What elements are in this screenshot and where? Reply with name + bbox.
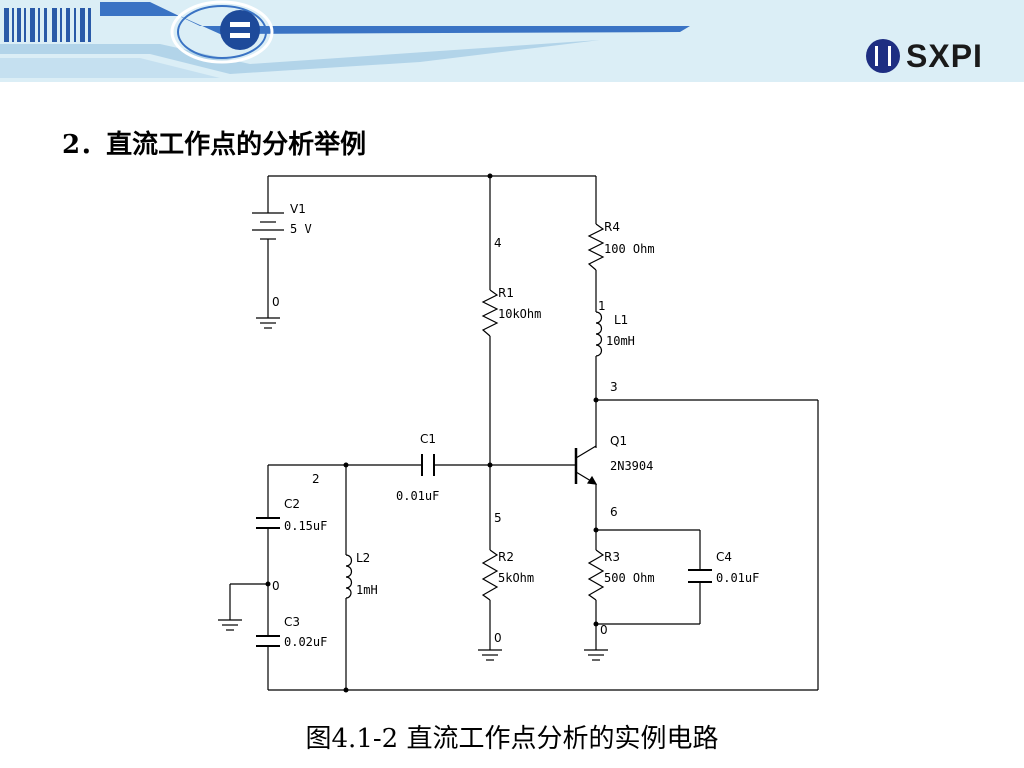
node-label-6: 6 [610, 505, 618, 519]
node-label-1: 1 [598, 299, 606, 313]
c2-capacitor-symbol [256, 517, 280, 529]
c3-value: 0.02uF [284, 635, 327, 649]
v1-battery-symbol [252, 212, 284, 240]
wires [229, 175, 819, 691]
c3-capacitor-symbol [256, 635, 280, 647]
r2-value: 5kOhm [498, 571, 534, 585]
c4-value: 0.01uF [716, 571, 759, 585]
r2-ref: R2 [498, 550, 514, 564]
junctions [265, 173, 599, 693]
heading-text: 直流工作点的分析举例 [106, 130, 367, 160]
v1-value: 5 V [290, 222, 312, 236]
l1-inductor-symbol [595, 311, 603, 357]
l2-value: 1mH [356, 583, 378, 597]
sxpi-logo: SXPI [866, 38, 1016, 74]
r1-ref: R1 [498, 286, 514, 300]
v1-ref: V1 [290, 202, 306, 216]
c1-ref: C1 [420, 432, 436, 446]
node-label-r3-gnd: 0 [600, 623, 608, 637]
r1-resistor-symbol [481, 289, 499, 337]
c1-capacitor-symbol [421, 454, 435, 476]
node-label-2: 2 [312, 472, 320, 486]
ground-symbol-r3 [584, 649, 608, 661]
node-label-5: 5 [494, 511, 502, 525]
node-label-c-mid: 0 [272, 579, 280, 593]
figure-caption: 图4.1-2 直流工作点分析的实例电路 [305, 724, 719, 754]
r4-value: 100 Ohm [604, 242, 655, 256]
ground-symbol-tank [218, 619, 242, 631]
logo-text: SXPI [906, 37, 983, 74]
r2-resistor-symbol [481, 549, 499, 601]
l1-value: 10mH [606, 334, 635, 348]
node-label-r2-gnd: 0 [494, 631, 502, 645]
heading-number: 2． [62, 130, 107, 160]
q1-ref: Q1 [610, 434, 627, 448]
l1-ref: L1 [614, 313, 628, 327]
ground-symbol-v1 [256, 317, 280, 329]
q1-value: 2N3904 [610, 459, 653, 473]
banner-graphic [0, 0, 1024, 82]
c3-ref: C3 [284, 615, 300, 629]
header-banner: SXPI [0, 0, 1024, 82]
node-label-3: 3 [610, 380, 618, 394]
c1-value: 0.01uF [396, 489, 439, 503]
c2-value: 0.15uF [284, 519, 327, 533]
q1-transistor-symbol [574, 445, 598, 485]
c4-capacitor-symbol [688, 569, 712, 583]
r1-value: 10kOhm [498, 307, 541, 321]
c4-ref: C4 [716, 550, 732, 564]
node-label-v1-gnd: 0 [272, 295, 280, 309]
ground-symbol-r2 [478, 649, 502, 661]
l2-inductor-symbol [345, 554, 353, 599]
sxpi-logo-icon [866, 39, 900, 73]
l2-ref: L2 [356, 551, 370, 565]
r4-ref: R4 [604, 220, 620, 234]
r3-ref: R3 [604, 550, 620, 564]
r4-resistor-symbol [587, 223, 605, 271]
slide-heading: 2．直流工作点的分析举例 [62, 124, 366, 161]
c2-ref: C2 [284, 497, 300, 511]
node-label-4: 4 [494, 236, 502, 250]
r3-resistor-symbol [587, 549, 605, 601]
r3-value: 500 Ohm [604, 571, 655, 585]
